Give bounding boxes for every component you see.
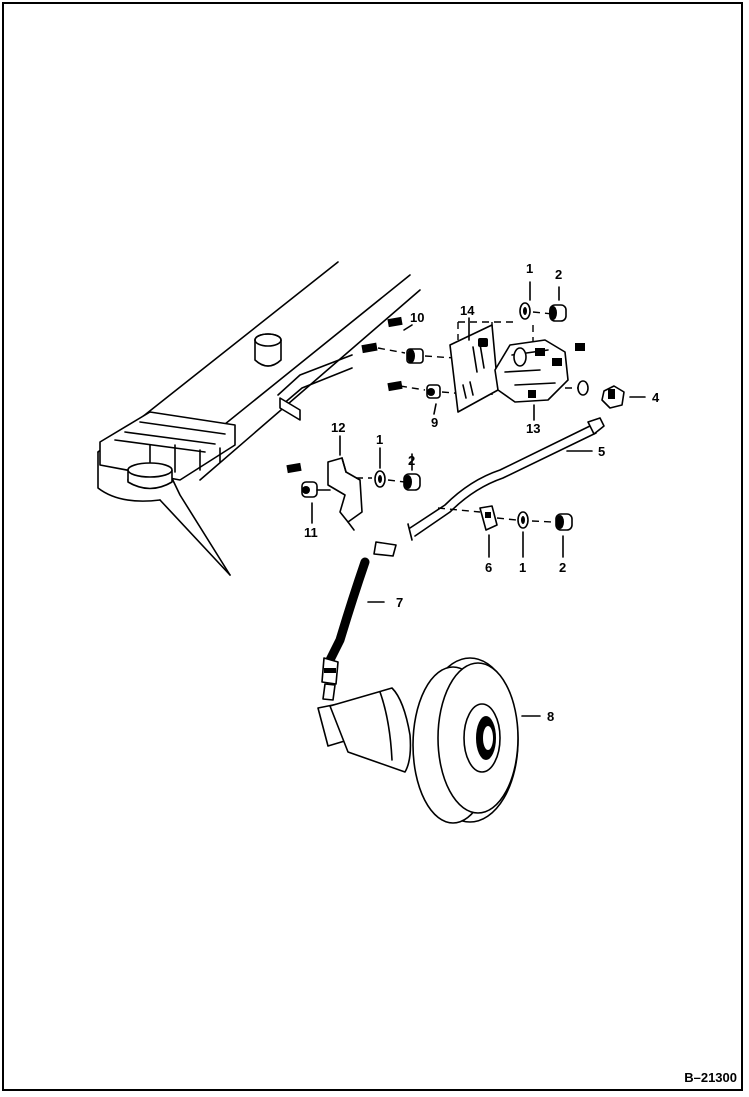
flexible-cable-7 xyxy=(321,541,397,701)
callout-1-low: 1 xyxy=(519,560,526,575)
frame-slotted-block xyxy=(99,411,236,481)
callout-13: 13 xyxy=(526,421,540,436)
callout-1-top: 1 xyxy=(526,261,533,276)
washer-right xyxy=(577,380,589,396)
callout-9: 9 xyxy=(431,415,438,430)
nut-2-clip xyxy=(555,513,573,531)
callout-4: 4 xyxy=(652,390,660,405)
governor-clamp-13 xyxy=(494,339,585,403)
fitting-4 xyxy=(601,385,625,409)
mounting-plate-14 xyxy=(449,324,499,413)
engine-frame-assembly xyxy=(97,261,421,576)
screw-left-1 xyxy=(361,342,378,354)
callout-2-mid: 2 xyxy=(408,453,415,468)
washer-1-lower xyxy=(374,470,386,488)
callout-2-low: 2 xyxy=(559,560,566,575)
pulley-8 xyxy=(317,657,519,824)
frame-knob xyxy=(127,462,173,490)
callout-5: 5 xyxy=(598,444,605,459)
clip-6-group xyxy=(437,505,573,531)
screw-lower xyxy=(286,462,302,474)
screw-10-upper xyxy=(387,316,403,328)
bolt-9 xyxy=(426,384,441,399)
upper-bracket-group xyxy=(361,302,625,413)
washer-1-upper xyxy=(519,302,531,320)
cable-tube-5 xyxy=(407,417,605,541)
bolt-11 xyxy=(301,481,331,498)
spacer-10 xyxy=(406,348,424,364)
callout-11: 11 xyxy=(304,525,318,540)
lower-bracket-group xyxy=(286,457,421,531)
callout-7: 7 xyxy=(396,595,403,610)
callout-labels: 1 2 10 14 4 9 13 12 1 2 5 11 6 1 2 7 8 xyxy=(304,261,660,724)
nut-2-upper xyxy=(549,304,567,322)
nut-2-lower xyxy=(403,473,421,491)
figure-id: B–21300 xyxy=(684,1070,737,1085)
frame-cap xyxy=(254,333,282,367)
callout-1-mid: 1 xyxy=(376,432,383,447)
screw-left-2 xyxy=(387,380,403,392)
washer-1-clip xyxy=(517,511,529,529)
callout-14: 14 xyxy=(460,303,475,318)
callout-8: 8 xyxy=(547,709,554,724)
callout-2-top: 2 xyxy=(555,267,562,282)
callout-10: 10 xyxy=(410,310,424,325)
bracket-12 xyxy=(327,457,363,531)
callout-6: 6 xyxy=(485,560,492,575)
leader-lines xyxy=(311,281,646,717)
callout-12: 12 xyxy=(331,420,345,435)
